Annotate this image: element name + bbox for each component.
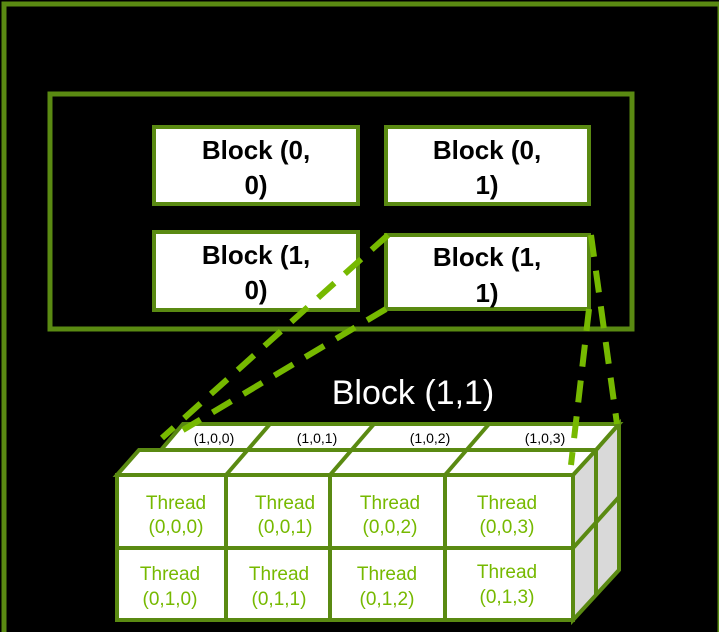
thread-id: (0,1,0) [143,589,198,610]
cube-top-divider [328,422,376,477]
zoom-line [588,234,620,425]
thread-word: Thread [249,564,309,585]
block-1-1: Block (1, 1) [384,233,591,311]
thread-cell [328,546,447,622]
thread-word: Thread [360,493,420,514]
grid-container [47,91,635,332]
block-label-line1: Block (0, [202,135,310,165]
block-box [384,125,591,206]
zoom-line [568,308,592,466]
thread-id: (0,0,2) [363,517,418,538]
thread-id: (0,0,3) [480,517,535,538]
thread-id: (0,1,3) [480,587,535,608]
block-0-0: Block (0, 0) [152,125,360,206]
block-box [152,230,360,312]
thread-word: Thread [255,493,315,514]
thread-cell [224,546,332,622]
thread-word: Thread [357,564,417,585]
block-0-1: Block (0, 1) [384,125,591,206]
thread-word: Thread [477,562,537,583]
zoom-line [181,306,388,433]
block-1-0: Block (1, 0) [152,230,360,312]
thread-cube: (1,0,0) (1,0,1) (1,0,2) (1,0,3) Thread (… [112,418,624,626]
block-detail-title: Block (1,1) [332,374,495,412]
cube-top-label: (1,0,3) [525,430,565,446]
block-box [384,233,591,311]
cube-side-divider [571,495,621,550]
zoom-connectors [159,232,620,466]
cube-top-label: (1,0,1) [297,430,337,446]
block-label-line2: 0) [244,170,267,200]
block-box [152,125,360,206]
thread-word: Thread [477,493,537,514]
thread-id: (0,1,2) [360,589,415,610]
thread-word: Thread [146,493,206,514]
cube-top-label: (1,0,2) [410,430,450,446]
zoom-line [159,232,391,441]
thread-id: (0,1,1) [252,589,307,610]
block-label-line2: 1) [475,278,498,308]
cube-top-divider [443,422,491,477]
thread-cell [443,546,575,622]
thread-cell [328,473,447,550]
block-label-line1: Block (1, [202,240,310,270]
cube-top-front [112,448,601,477]
thread-word: Thread [140,564,200,585]
block-label-line2: 1) [475,170,498,200]
thread-id: (0,0,1) [258,517,313,538]
block-label-line1: Block (0, [433,135,541,165]
thread-cell [224,473,332,550]
block-label-line2: 0) [244,275,267,305]
thread-cell [115,473,228,550]
cube-top-label: (1,0,0) [194,430,234,446]
block-label-line1: Block (1, [433,242,541,272]
thread-id: (0,0,0) [149,517,204,538]
cube-top-divider [224,422,272,477]
